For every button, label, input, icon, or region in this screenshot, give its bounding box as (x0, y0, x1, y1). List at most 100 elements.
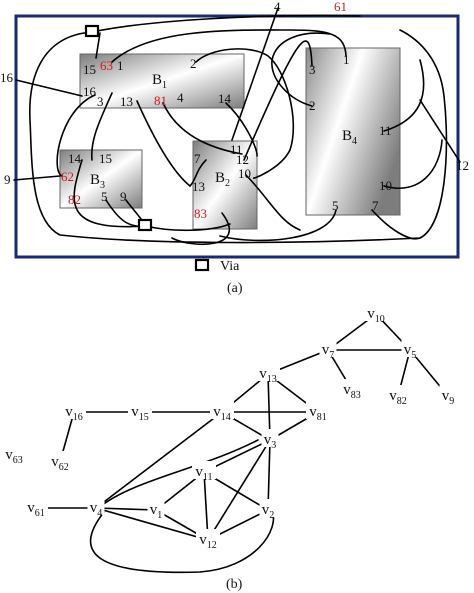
graph-vertex-v5: v5 (404, 342, 417, 361)
graph-vertex-bg-v63 (2, 444, 26, 462)
graph-vertex-bg-v16 (62, 401, 86, 419)
block-b2-label: B2 (215, 170, 230, 189)
pin-label: 16 (83, 84, 97, 99)
graph-vertex-v13: v13 (259, 366, 277, 385)
graph-vertex-bg-v7 (319, 339, 337, 357)
routing-wires (29, 14, 448, 245)
pin-label: 81 (154, 93, 167, 108)
pin-label: 15 (99, 151, 112, 166)
pin-label: 12 (456, 158, 469, 173)
graph-vertex-v9: v9 (442, 388, 455, 407)
graph-vertex-bg-v15 (128, 401, 152, 419)
graph-vertex-v3: v3 (264, 432, 277, 451)
pin-label: 82 (68, 192, 81, 207)
graph-vertex-v7: v7 (322, 342, 335, 361)
graph-vertex-v15: v15 (131, 404, 149, 423)
block-b1-label: B1 (152, 72, 167, 91)
graph-vertex-v11: v11 (195, 464, 212, 483)
graph-edge-v3-v12 (207, 439, 271, 541)
graph-vertex-bg-v1 (147, 499, 165, 517)
graph-vertex-bg-v62 (48, 451, 72, 469)
graph-vertex-v12: v12 (199, 532, 217, 551)
pin-label: 5 (332, 198, 339, 213)
graph-panel: v10 v7 v5 v83 v82 v9 v13 v16 v15 v14 v81 v3 v63 v62 v1… (2, 303, 457, 592)
graph-vertex-v83: v83 (343, 382, 361, 401)
pin-label: 2 (309, 98, 316, 113)
pin-label: 1 (343, 52, 350, 67)
lead-16 (15, 79, 83, 97)
pin-label: 4 (274, 0, 281, 14)
pin-label: 14 (68, 151, 82, 166)
pin-label: 14 (218, 91, 232, 106)
graph-vertex-v62: v62 (51, 454, 69, 473)
graph-edge-curve-v12-v4 (89, 509, 275, 574)
pin-label: 7 (372, 198, 379, 213)
pin-label: 12 (236, 152, 249, 167)
pin-label: 9 (4, 172, 11, 187)
graph-vertex-bg-v12 (196, 529, 220, 547)
graph-vertex-bg-v11 (192, 461, 216, 479)
graph-vertex-v4: v4 (90, 500, 103, 519)
graph-edge-v11-v12 (203, 471, 209, 541)
graph-vertex-v16: v16 (65, 404, 83, 423)
graph-vertex-v63: v63 (5, 447, 23, 466)
pin-label: 9 (120, 189, 127, 204)
graph-vertices: v10 v7 v5 v83 v82 v9 v13 v16 v15 v14 v81 v3 v63 v62 v1… (2, 303, 457, 551)
pin-label: 61 (334, 0, 347, 14)
pin-label: 11 (230, 142, 243, 157)
pin-label: 5 (101, 189, 108, 204)
graph-vertex-v2: v2 (262, 502, 275, 521)
graph-edge-curve-v4-v3 (95, 439, 259, 511)
graph-vertex-v61: v61 (27, 500, 45, 519)
pin-label: 62 (61, 169, 74, 184)
pin-label: 1 (117, 58, 124, 73)
block-b3-label: B3 (90, 172, 105, 191)
block-b1-body (79, 53, 245, 109)
graph-vertex-bg-v4 (87, 497, 105, 515)
pin-label: 15 (83, 62, 96, 77)
layout-panel: Via B1 B2 B3 B4 15 63 1 2 16 3 13 81 4 1… (0, 0, 469, 296)
pin-label: 7 (194, 151, 201, 166)
pin-label: 11 (379, 123, 392, 138)
block-b4-label: B4 (342, 128, 357, 147)
graph-vertex-bg-v81 (306, 401, 330, 419)
graph-vertex-bg-v82 (386, 385, 410, 403)
graph-vertex-v14: v14 (213, 404, 231, 423)
graph-vertex-bg-v61 (24, 497, 48, 515)
pin-label: 4 (177, 90, 184, 105)
pin-label: 63 (100, 58, 113, 73)
graph-vertex-v10: v10 (367, 306, 385, 325)
graph-vertex-bg-v10 (364, 303, 388, 321)
graph-vertex-bg-v13 (256, 363, 280, 381)
lead-4 (231, 7, 279, 141)
pin-label: 83 (194, 206, 207, 221)
lead-9 (13, 175, 61, 181)
graph-vertex-v1: v1 (150, 502, 163, 521)
pin-label: 10 (379, 178, 392, 193)
caption-a: (a) (227, 281, 243, 296)
graph-vertex-bg-v9 (439, 385, 457, 403)
via-legend-label: Via (220, 259, 240, 274)
graph-vertex-bg-v14 (210, 401, 234, 419)
via-marker-bottom (137, 218, 153, 232)
graph-edge-v3-v2 (267, 439, 271, 511)
via-marker-top (84, 24, 100, 38)
graph-vertex-bg-v83 (340, 379, 364, 397)
graph-vertex-v81: v81 (309, 404, 327, 423)
pin-label: 3 (97, 94, 104, 109)
pin-label: 13 (192, 179, 205, 194)
graph-edge-v4-v1 (95, 507, 157, 511)
graph-vertex-bg-v2 (259, 499, 277, 517)
pin-label: 16 (0, 70, 14, 85)
graph-edge-v4-v12 (95, 507, 209, 541)
graph-vertex-bg-v5 (401, 339, 419, 357)
pin-label: 2 (190, 56, 197, 71)
chip-boundary (14, 14, 460, 259)
pin-label: 13 (120, 94, 133, 109)
caption-b: (b) (226, 577, 243, 592)
lead-12 (419, 99, 461, 163)
graph-vertex-bg-v3 (261, 429, 279, 447)
pin-label: 3 (309, 62, 316, 77)
graph-vertex-v82: v82 (389, 388, 407, 407)
